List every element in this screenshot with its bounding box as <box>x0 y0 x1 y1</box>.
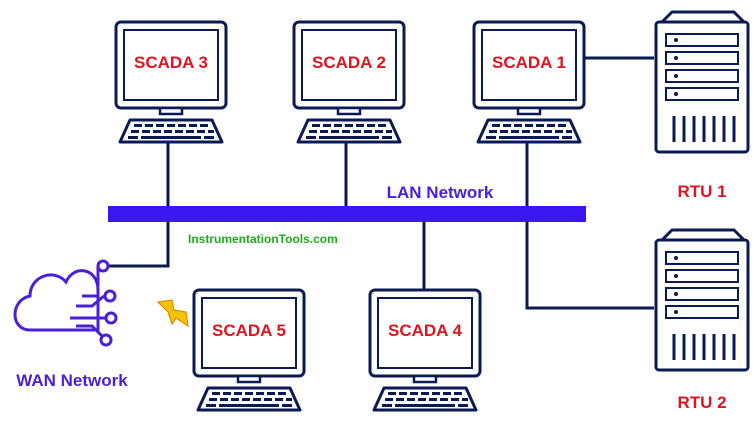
lightning-bolt-icon <box>156 299 189 328</box>
lan-network-label: LAN Network <box>387 183 494 202</box>
scada-1-label: SCADA 1 <box>492 53 566 72</box>
scada-2-label: SCADA 2 <box>312 53 386 72</box>
scada-2-computer <box>292 20 406 144</box>
rtu-2-server <box>654 228 750 372</box>
lan-bus-bar <box>108 206 586 222</box>
rtu-1-label: RTU 1 <box>677 182 726 201</box>
cloud-network-icon <box>13 259 118 347</box>
scada-1-computer <box>472 20 586 144</box>
scada-4-computer <box>368 288 482 412</box>
rtu-1-server <box>654 10 750 154</box>
connection-lines <box>108 56 654 310</box>
scada-5-computer <box>192 288 306 412</box>
wan-network-label: WAN Network <box>16 371 128 390</box>
scada-3-computer <box>114 20 228 144</box>
scada-5-label: SCADA 5 <box>212 321 286 340</box>
watermark-text: InstrumentationTools.com <box>188 232 338 246</box>
scada-4-label: SCADA 4 <box>388 321 463 340</box>
rtu-2-label: RTU 2 <box>677 393 726 412</box>
scada-3-label: SCADA 3 <box>134 53 208 72</box>
